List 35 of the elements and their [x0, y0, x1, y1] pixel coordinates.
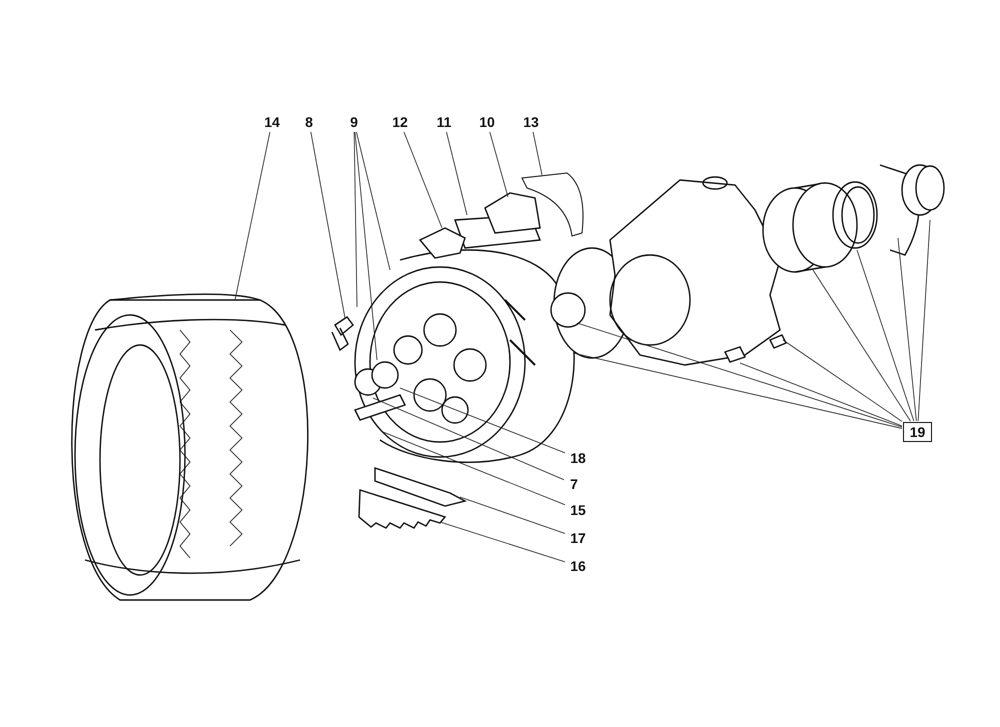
- callout-number: 17: [566, 529, 590, 547]
- callout-number: 8: [300, 113, 318, 131]
- leader-line: [460, 496, 566, 534]
- leader-line: [382, 432, 566, 506]
- callout-number: 13: [519, 113, 543, 131]
- leader-line: [446, 132, 468, 216]
- leader-line: [782, 340, 902, 422]
- callout-number: 10: [475, 113, 499, 131]
- leader-line: [489, 132, 508, 198]
- leader-line: [918, 220, 930, 422]
- callout-number: 14: [260, 113, 284, 131]
- callout-number: 16: [566, 557, 590, 575]
- callout-number: 12: [388, 113, 412, 131]
- callout-number: 7: [565, 475, 583, 493]
- leader-line: [234, 132, 270, 300]
- leader-line: [404, 132, 442, 228]
- leader-line: [572, 352, 902, 429]
- leader-line: [356, 132, 390, 270]
- callout-number: 19: [903, 422, 932, 442]
- leader-line: [576, 322, 902, 428]
- leader-line: [532, 132, 542, 176]
- callout-number: 9: [345, 113, 363, 131]
- leader-line: [400, 388, 566, 454]
- callout-number: 15: [566, 501, 590, 519]
- callout-number: 11: [432, 113, 456, 131]
- leader-line: [372, 398, 564, 480]
- leader-line: [740, 362, 902, 426]
- leader-line: [354, 132, 358, 308]
- leader-line: [856, 250, 914, 422]
- leader-line: [898, 238, 917, 422]
- leader-line: [440, 522, 566, 562]
- leader-line: [354, 132, 378, 360]
- leader-line: [310, 132, 346, 318]
- callout-number: 18: [566, 449, 590, 467]
- leader-line: [812, 270, 911, 422]
